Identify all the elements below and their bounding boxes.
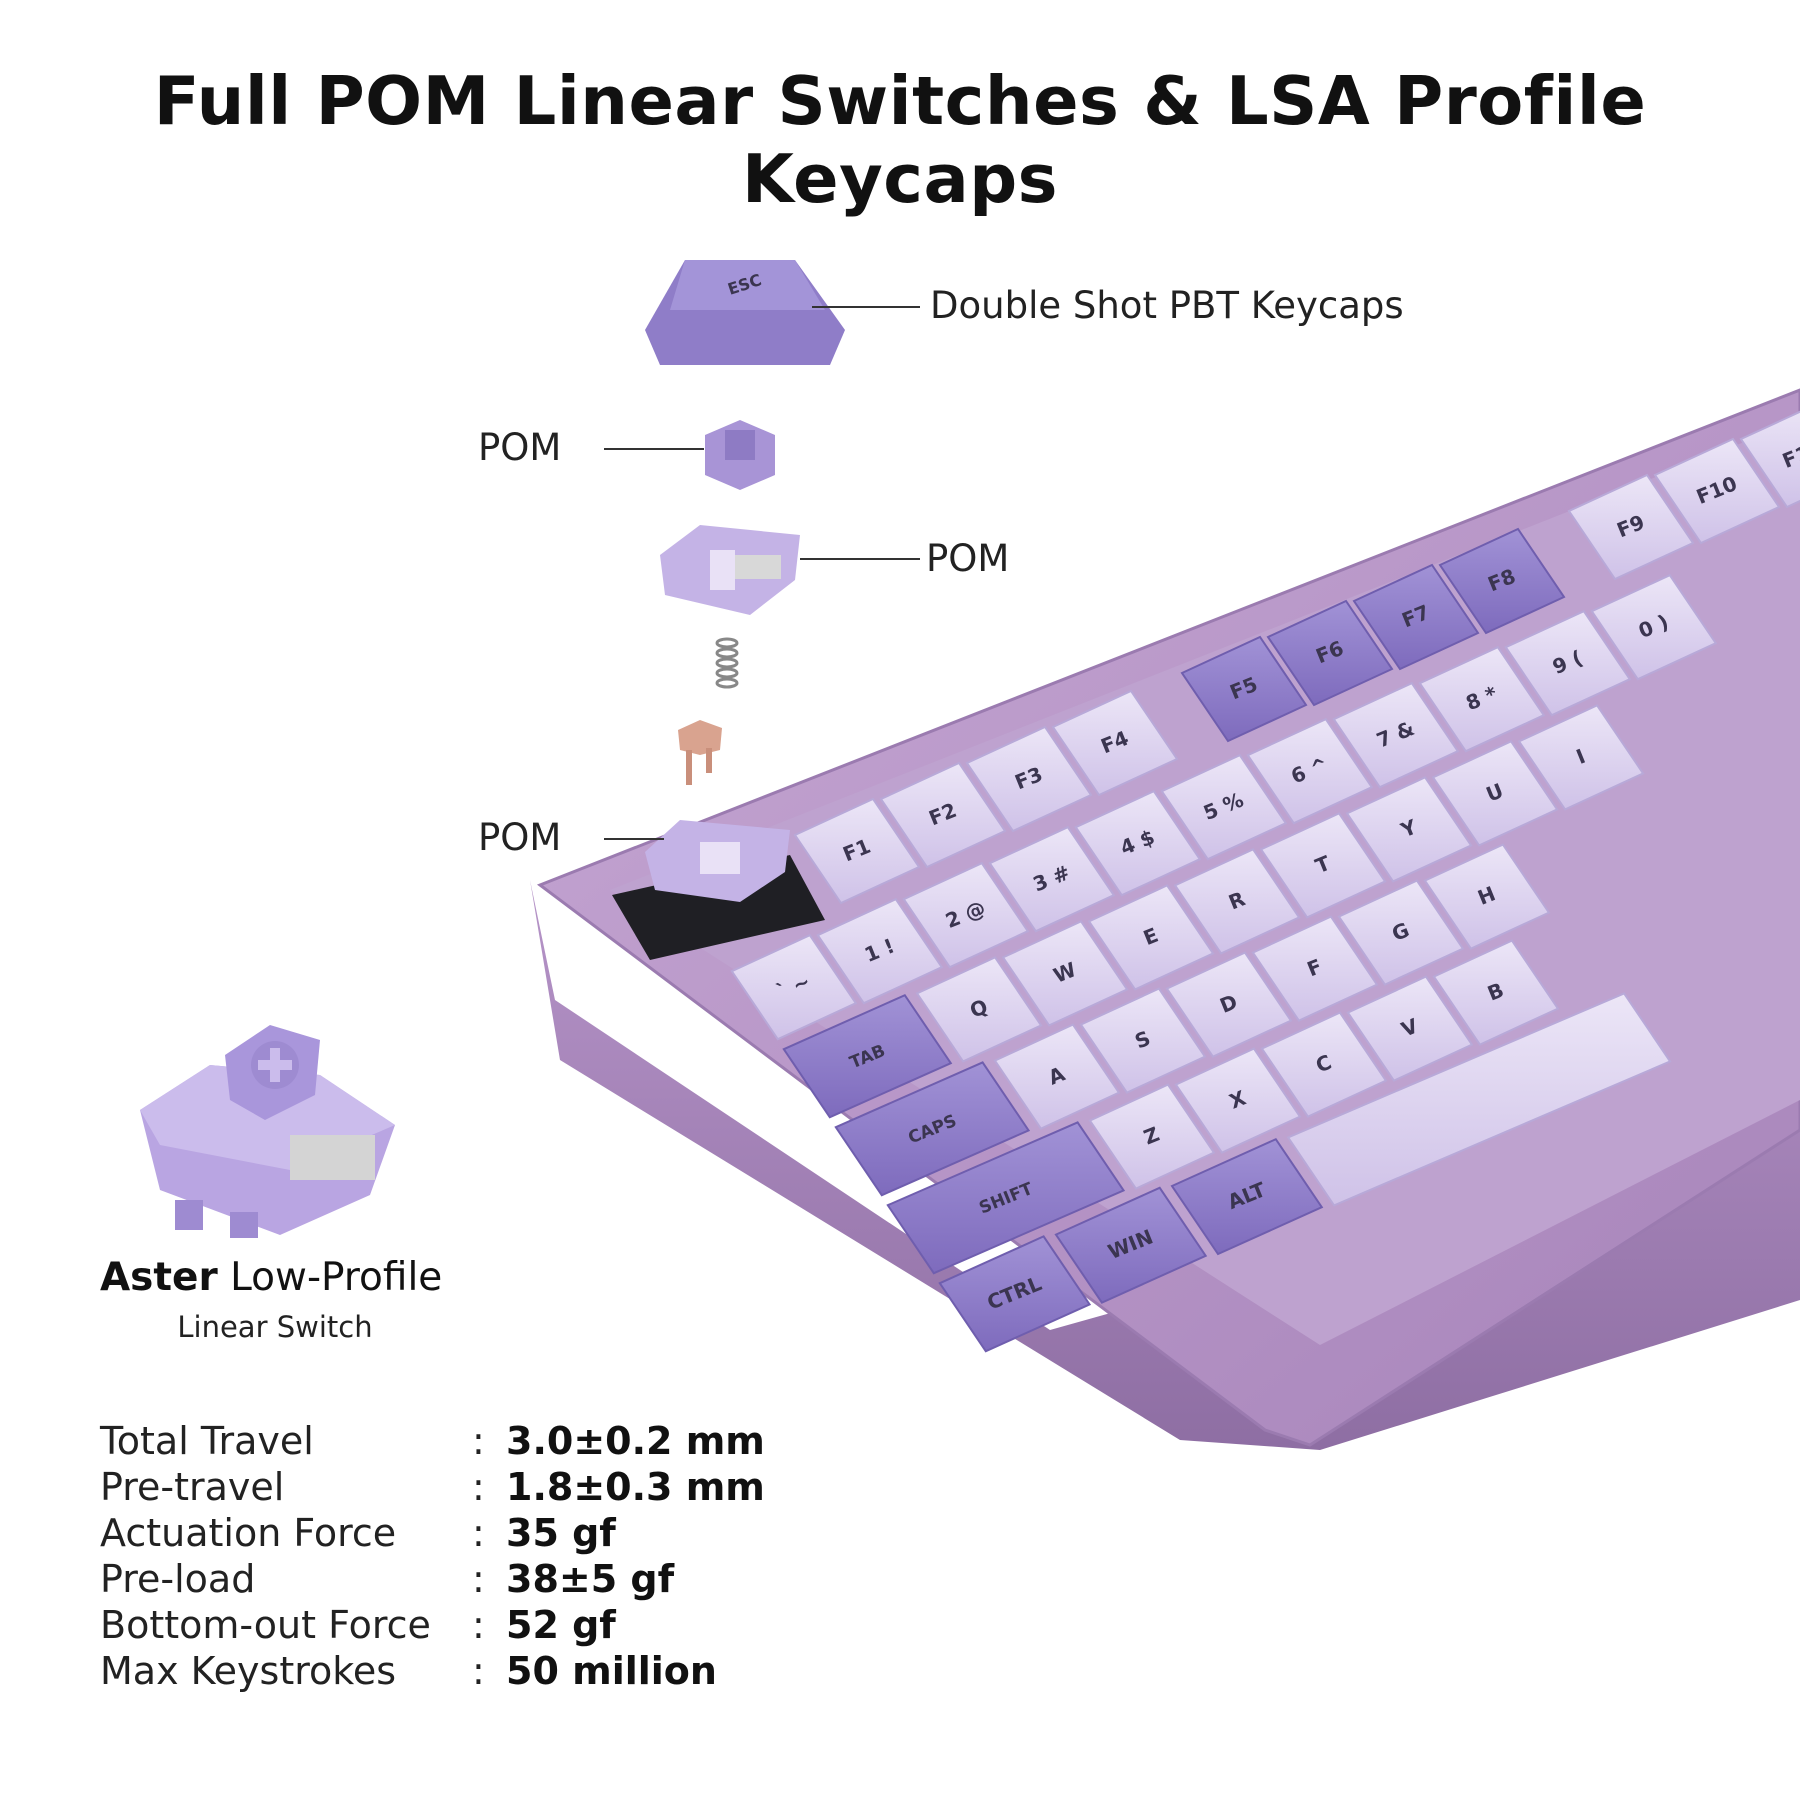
- key-i: I: [1517, 704, 1645, 811]
- spec-separator: :: [472, 1557, 485, 1601]
- page-title: Full POM Linear Switches & LSA Profile K…: [153, 62, 1647, 218]
- key-u: U: [1431, 740, 1559, 847]
- key-f2: F2: [879, 761, 1007, 869]
- keycap-icon: ESC: [645, 260, 845, 365]
- key-g: G: [1337, 879, 1465, 986]
- aster-switch-icon: [140, 1025, 395, 1238]
- spec-separator: :: [472, 1465, 485, 1509]
- key-z: Z: [1088, 1083, 1216, 1190]
- key-number: 8 *: [1418, 645, 1546, 753]
- key-x: X: [1174, 1047, 1302, 1154]
- stem-icon: [705, 420, 775, 490]
- key-tab: TAB: [782, 993, 953, 1119]
- spec-name: Bottom-out Force: [100, 1603, 431, 1647]
- spec-separator: :: [472, 1511, 485, 1555]
- spec-row: Bottom-out Force:52 gf: [100, 1602, 765, 1648]
- key-number: 0 ): [1590, 573, 1718, 681]
- housing-icon: [660, 525, 800, 615]
- spec-row: Pre-load:38±5 gf: [100, 1556, 765, 1602]
- spec-name: Max Keystrokes: [100, 1649, 397, 1693]
- key-r: R: [1173, 848, 1301, 955]
- bottom-housing-icon: [645, 820, 790, 902]
- key-number: 7 &: [1332, 681, 1460, 789]
- pom-stem-callout: POM: [478, 426, 562, 469]
- switch-name-bold: Aster: [100, 1255, 218, 1300]
- key-b: B: [1432, 939, 1560, 1046]
- key-number: 4 $: [1074, 789, 1202, 897]
- key-y: Y: [1345, 776, 1473, 883]
- spec-row: Max Keystrokes:50 million: [100, 1648, 765, 1694]
- keycaps-leader: [812, 306, 920, 308]
- key-c: C: [1260, 1011, 1388, 1118]
- key-number: 2 @: [902, 861, 1030, 969]
- spec-name: Pre-load: [100, 1557, 256, 1601]
- switch-name: Aster Low-Profile: [100, 1255, 442, 1300]
- key-a: A: [993, 1023, 1121, 1130]
- key-t: T: [1259, 812, 1387, 919]
- spec-name: Actuation Force: [100, 1511, 397, 1555]
- pom-bottom-callout: POM: [478, 816, 562, 859]
- contact-leaf-icon: [678, 720, 722, 785]
- pom-housing-leader: [800, 558, 920, 560]
- key-e: E: [1087, 884, 1215, 991]
- key-win: WIN: [1054, 1186, 1208, 1304]
- spec-value: 1.8±0.3 mm: [506, 1465, 765, 1509]
- switch-type: Linear Switch: [177, 1310, 373, 1344]
- key-shift: SHIFT: [886, 1121, 1126, 1275]
- spring-icon: [715, 637, 739, 689]
- switch-name-rest: Low-Profile: [230, 1255, 443, 1300]
- spec-row: Pre-travel:1.8±0.3 mm: [100, 1464, 765, 1510]
- key-f6: F6: [1266, 599, 1394, 707]
- spec-separator: :: [472, 1419, 485, 1463]
- spec-value: 38±5 gf: [506, 1557, 675, 1601]
- key-alt: ALT: [1170, 1137, 1324, 1256]
- key-f1: F1: [793, 797, 921, 905]
- spec-name: Pre-travel: [100, 1465, 285, 1509]
- spec-value: 50 million: [506, 1649, 717, 1693]
- key-f: F: [1251, 915, 1379, 1022]
- key-f3: F3: [965, 725, 1093, 833]
- key-s: S: [1079, 987, 1207, 1094]
- key-q: Q: [915, 956, 1043, 1063]
- spec-row: Total Travel:3.0±0.2 mm: [100, 1418, 765, 1464]
- spec-value: 52 gf: [506, 1603, 616, 1647]
- key-w: W: [1001, 920, 1129, 1027]
- switch-pocket: [612, 855, 825, 960]
- key-f11: F11: [1739, 410, 1800, 509]
- key-f5: F5: [1180, 635, 1308, 743]
- pom-bottom-leader: [604, 838, 664, 840]
- key-f9: F9: [1567, 473, 1695, 581]
- spec-value: 35 gf: [506, 1511, 616, 1555]
- key-number: 9 (: [1504, 609, 1632, 717]
- pom-housing-callout: POM: [926, 537, 1010, 580]
- key-h: H: [1423, 843, 1551, 950]
- key-number: ` ~: [730, 933, 858, 1041]
- key-number: 6 ^: [1246, 717, 1374, 825]
- key-v: V: [1346, 975, 1474, 1082]
- spec-name: Total Travel: [100, 1419, 314, 1463]
- spec-separator: :: [472, 1603, 485, 1647]
- pom-stem-leader: [604, 448, 704, 450]
- key-ctrl: CTRL: [938, 1235, 1092, 1353]
- key-space: [1286, 992, 1672, 1207]
- key-number: 3 #: [988, 825, 1116, 933]
- spec-separator: :: [472, 1649, 485, 1693]
- key-number: 5 %: [1160, 753, 1288, 861]
- key-caps: CAPS: [834, 1061, 1031, 1197]
- key-f7: F7: [1352, 563, 1480, 671]
- key-f10: F10: [1653, 437, 1781, 545]
- key-f4: F4: [1051, 689, 1179, 797]
- key-d: D: [1165, 951, 1293, 1058]
- key-number: 1 !: [816, 897, 944, 1005]
- spec-value: 3.0±0.2 mm: [506, 1419, 765, 1463]
- keycaps-callout: Double Shot PBT Keycaps: [930, 284, 1404, 327]
- key-f8: F8: [1438, 527, 1566, 635]
- spec-row: Actuation Force:35 gf: [100, 1510, 765, 1556]
